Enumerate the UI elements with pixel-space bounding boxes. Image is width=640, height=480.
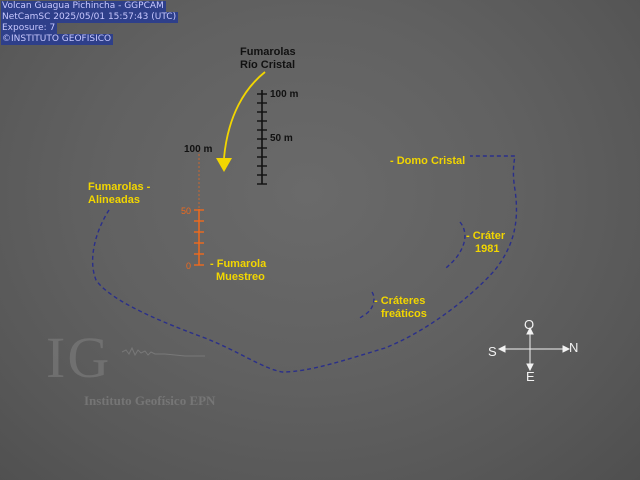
- header-timestamp: NetCamSC 2025/05/01 15:57:43 (UTC): [1, 12, 179, 23]
- compass-south-label: S: [488, 344, 497, 359]
- label-crateres-freaticos-2: freáticos: [381, 308, 427, 320]
- yellow-arrowhead: [216, 158, 232, 172]
- label-fumarolas-rio-cristal-1: Fumarolas: [240, 46, 296, 58]
- camera-header: Volcan Guagua Pichincha - GGPCAM NetCamS…: [1, 1, 179, 45]
- ig-watermark-text: Instituto Geofísico EPN: [84, 393, 216, 408]
- ig-watermark-logo: IG: [46, 325, 112, 390]
- orange-scale-mid-label: 50: [181, 206, 192, 216]
- label-fumarolas-alineadas-1: Fumarolas -: [88, 181, 151, 193]
- label-crateres-freaticos-1: - Cráteres: [374, 295, 426, 307]
- yellow-pointer-arrow: [223, 71, 266, 159]
- label-crater-1981-2: 1981: [475, 243, 500, 255]
- label-fumarola-muestreo-1: - Fumarola: [210, 258, 267, 270]
- compass-rose: [497, 326, 571, 372]
- label-fumarolas-rio-cristal-2: Río Cristal: [240, 59, 296, 71]
- header-copyright: ©INSTITUTO GEOFISICO: [1, 34, 114, 45]
- header-exposure: Exposure: 7: [1, 23, 58, 34]
- label-fumarolas-alineadas-2: Alineadas: [88, 194, 140, 206]
- compass-o-label: O: [524, 317, 535, 332]
- crater-rim-outline: [92, 155, 518, 373]
- compass-east-label: E: [526, 369, 535, 384]
- phreatic-craters-outline: [359, 291, 375, 319]
- label-crater-1981-1: - Cráter: [466, 230, 506, 242]
- watermark-seismogram: [121, 346, 205, 357]
- label-fumarola-muestreo-2: Muestreo: [216, 271, 265, 283]
- orange-scale-bottom-label: 0: [186, 261, 192, 271]
- black-scale-mid-label: 50 m: [270, 133, 293, 144]
- black-scale-top-label: 100 m: [270, 89, 299, 100]
- orange-scale-top-label: 100 m: [184, 144, 213, 155]
- crater-1981-outline: [445, 221, 466, 269]
- header-camera-name: Volcan Guagua Pichincha - GGPCAM: [1, 1, 166, 12]
- label-domo-cristal: - Domo Cristal: [390, 155, 466, 167]
- compass-north-label: N: [569, 340, 579, 355]
